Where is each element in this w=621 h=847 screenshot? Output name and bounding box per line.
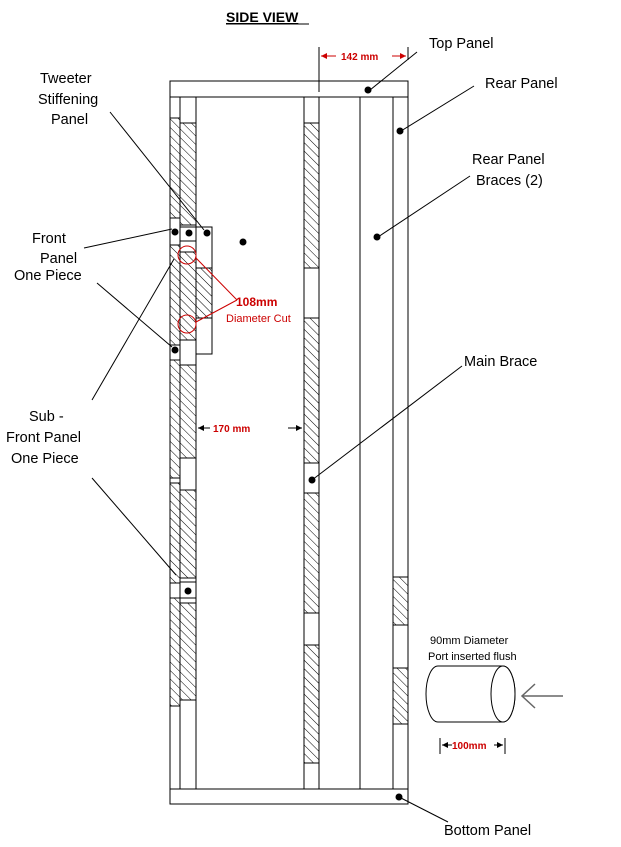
sub-front-label-line1: Sub - <box>29 409 64 425</box>
diagram-title: SIDE VIEW <box>226 9 299 25</box>
tweeter-stiffening-panel <box>179 226 213 599</box>
top-width-dimension <box>318 47 409 92</box>
cabinet-outer <box>169 80 409 805</box>
front-panel-label-line2: Panel <box>40 251 77 267</box>
port-insert-arrow-icon <box>520 683 563 709</box>
inner-width-label: 170 mm <box>213 424 250 435</box>
sub-front-label-line2: Front Panel <box>6 430 81 446</box>
port-label-line1: 90mm Diameter <box>430 635 509 647</box>
rear-panel-label: Rear Panel <box>485 76 558 92</box>
rear-braces-label-line1: Rear Panel <box>472 152 545 168</box>
main-brace-label: Main Brace <box>464 354 537 370</box>
tweeter-label-line3: Panel <box>51 112 88 128</box>
top-panel-label: Top Panel <box>429 36 494 52</box>
tweeter-label-line2: Stiffening <box>38 92 98 108</box>
port-cylinder <box>425 665 516 723</box>
front-panel-label-line1: Front <box>32 231 66 247</box>
port-length-label: 100mm <box>452 741 487 752</box>
rear-port-hatch <box>392 576 409 725</box>
tweeter-label-line1: Tweeter <box>40 71 92 87</box>
reference-dots <box>171 86 404 801</box>
bottom-panel-label: Bottom Panel <box>444 823 531 839</box>
cabinet-frame <box>169 80 409 805</box>
port-length-dimension <box>439 738 506 754</box>
front-panel-label-line3: One Piece <box>14 268 82 284</box>
cut-size-label: 108mm <box>236 295 277 309</box>
port-label-line2: Port inserted flush <box>428 651 517 663</box>
main-brace-hatch <box>303 122 320 764</box>
leader-lines <box>83 51 475 823</box>
diameter-cut-marks <box>177 245 238 334</box>
top-width-label: 142 mm <box>341 52 378 63</box>
rear-braces-label-line2: Braces (2) <box>476 173 543 189</box>
sub-front-label-line3: One Piece <box>11 451 79 467</box>
front-panel-hatch <box>169 117 197 707</box>
cut-desc-label: Diameter Cut <box>226 313 291 325</box>
